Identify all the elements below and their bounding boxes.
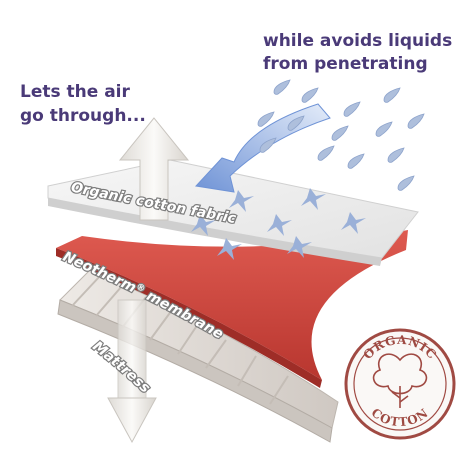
seal-outer-ring: [344, 328, 456, 440]
cotton-boll-icon: [372, 353, 428, 408]
raindrop: [397, 175, 415, 191]
raindrop: [387, 147, 405, 163]
raindrop: [317, 145, 335, 161]
air-caption-line-1: Lets the air: [20, 82, 130, 102]
raindrop: [407, 113, 425, 129]
air-arrow-top: [118, 117, 190, 221]
raindrop: [331, 125, 349, 141]
air-flow-arrow: [107, 117, 190, 444]
raindrops: [257, 79, 425, 191]
liquid-caption-line-2: from penetrating: [263, 54, 428, 74]
raindrop: [257, 111, 275, 127]
raindrop: [259, 137, 277, 153]
raindrop: [273, 79, 291, 95]
liquid-caption-line-1: while avoids liquids: [263, 31, 453, 51]
air-arrow-bottom: [107, 397, 157, 444]
membrane-edge: [56, 248, 322, 388]
raindrop: [287, 115, 305, 131]
raindrop: [347, 153, 365, 169]
raindrop: [375, 121, 393, 137]
raindrop: [301, 87, 319, 103]
air-caption-line-2: go through...: [20, 106, 146, 126]
fabric-droplet-marks: [191, 188, 366, 260]
membrane-top: [56, 230, 408, 380]
liquid-caption: while avoids liquids from penetrating: [263, 30, 452, 76]
seal-inner-ring: [353, 337, 447, 431]
raindrop: [383, 87, 401, 103]
air-caption: Lets the air go through...: [20, 80, 146, 128]
raindrop: [343, 101, 361, 117]
organic-cotton-seal: ORGANIC COTTON: [344, 328, 456, 440]
membrane-layer: [56, 230, 408, 388]
